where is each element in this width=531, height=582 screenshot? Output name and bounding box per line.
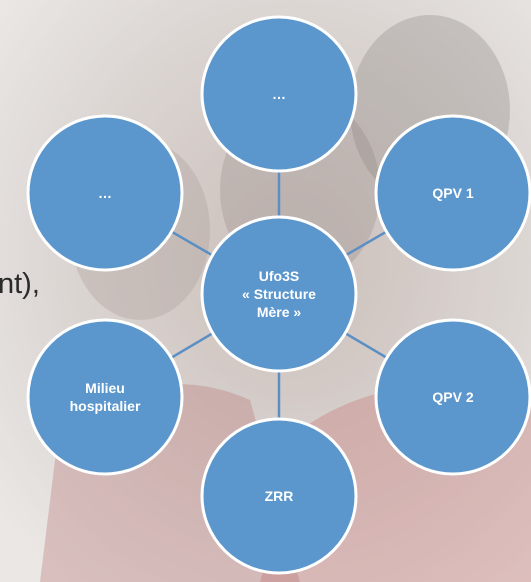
center-node-circle — [200, 215, 358, 373]
node-bottom-circle — [200, 417, 358, 575]
node-bottom-left-circle — [26, 318, 184, 476]
center-node-label-line: Ufo3S — [259, 268, 299, 284]
node-top-left: … — [26, 114, 184, 272]
node-bottom-right-circle — [374, 318, 531, 476]
node-bottom-left: Milieu hospitalier — [26, 318, 184, 476]
node-bottom-left-label-line: hospitalier — [70, 398, 141, 414]
node-top-left-label-line: … — [98, 185, 112, 201]
node-bottom-right: QPV 2 — [374, 318, 531, 476]
background-text-fragment: nt), — [0, 268, 40, 300]
node-top-circle — [200, 15, 358, 173]
node-bottom-label-line: ZRR — [265, 488, 294, 504]
node-top-right-circle — [374, 114, 531, 272]
node-bottom: ZRR — [200, 417, 358, 575]
center-node-label-line: « Structure — [242, 286, 316, 302]
nodes: … QPV 1 QPV 2 ZRR Milieu hospitalier … Ufo3S « S… — [26, 15, 531, 575]
node-top-label-line: … — [272, 86, 286, 102]
node-top: … — [200, 15, 358, 173]
center-node-label-line: Mère » — [257, 304, 302, 320]
node-bottom-right-label-line: QPV 2 — [432, 389, 473, 405]
node-top-left-circle — [26, 114, 184, 272]
node-bottom-left-label-line: Milieu — [85, 380, 125, 396]
node-top-right: QPV 1 — [374, 114, 531, 272]
node-top-right-label-line: QPV 1 — [432, 185, 473, 201]
